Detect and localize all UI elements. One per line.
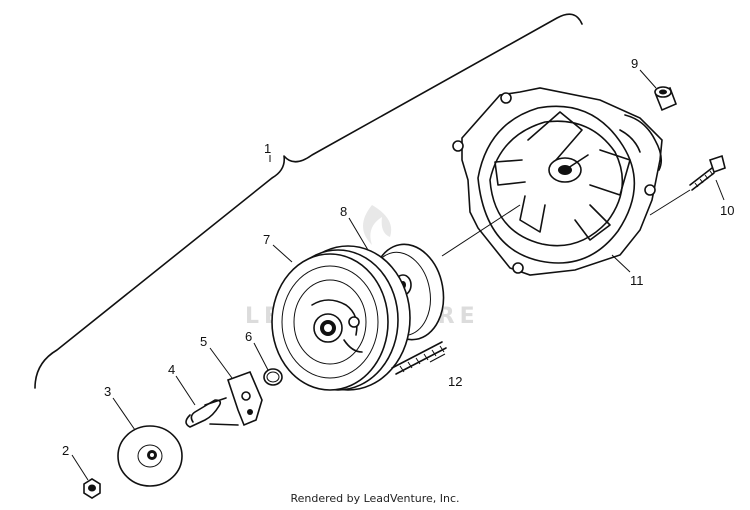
callout-1: 1	[264, 141, 271, 156]
rope-pulley	[271, 245, 411, 391]
leader-lines	[71, 69, 725, 481]
callout-10: 10	[720, 203, 734, 218]
nut	[83, 478, 101, 499]
recoil-housing	[452, 87, 663, 276]
callout-9: 9	[631, 56, 638, 71]
spring-ring	[263, 368, 283, 386]
callout-6: 6	[245, 329, 252, 344]
assembly-bracket	[34, 13, 583, 389]
callout-7: 7	[263, 232, 270, 247]
callout-labels: 1 2 3 4 5 6 7 8 9 10 11 12	[62, 56, 734, 458]
ratchet-pawl	[226, 370, 263, 427]
callout-5: 5	[200, 334, 207, 349]
callout-12: 12	[448, 374, 462, 389]
footer-credit: Rendered by LeadVenture, Inc.	[290, 492, 460, 505]
bolt	[689, 154, 726, 191]
starter-rope	[391, 341, 447, 375]
callout-4: 4	[168, 362, 175, 377]
callout-2: 2	[62, 443, 69, 458]
friction-plate	[117, 425, 183, 487]
callout-11: 11	[630, 273, 644, 288]
bushing	[654, 86, 678, 112]
wire-clip	[185, 397, 239, 428]
callout-3: 3	[104, 384, 111, 399]
callout-8: 8	[340, 204, 347, 219]
